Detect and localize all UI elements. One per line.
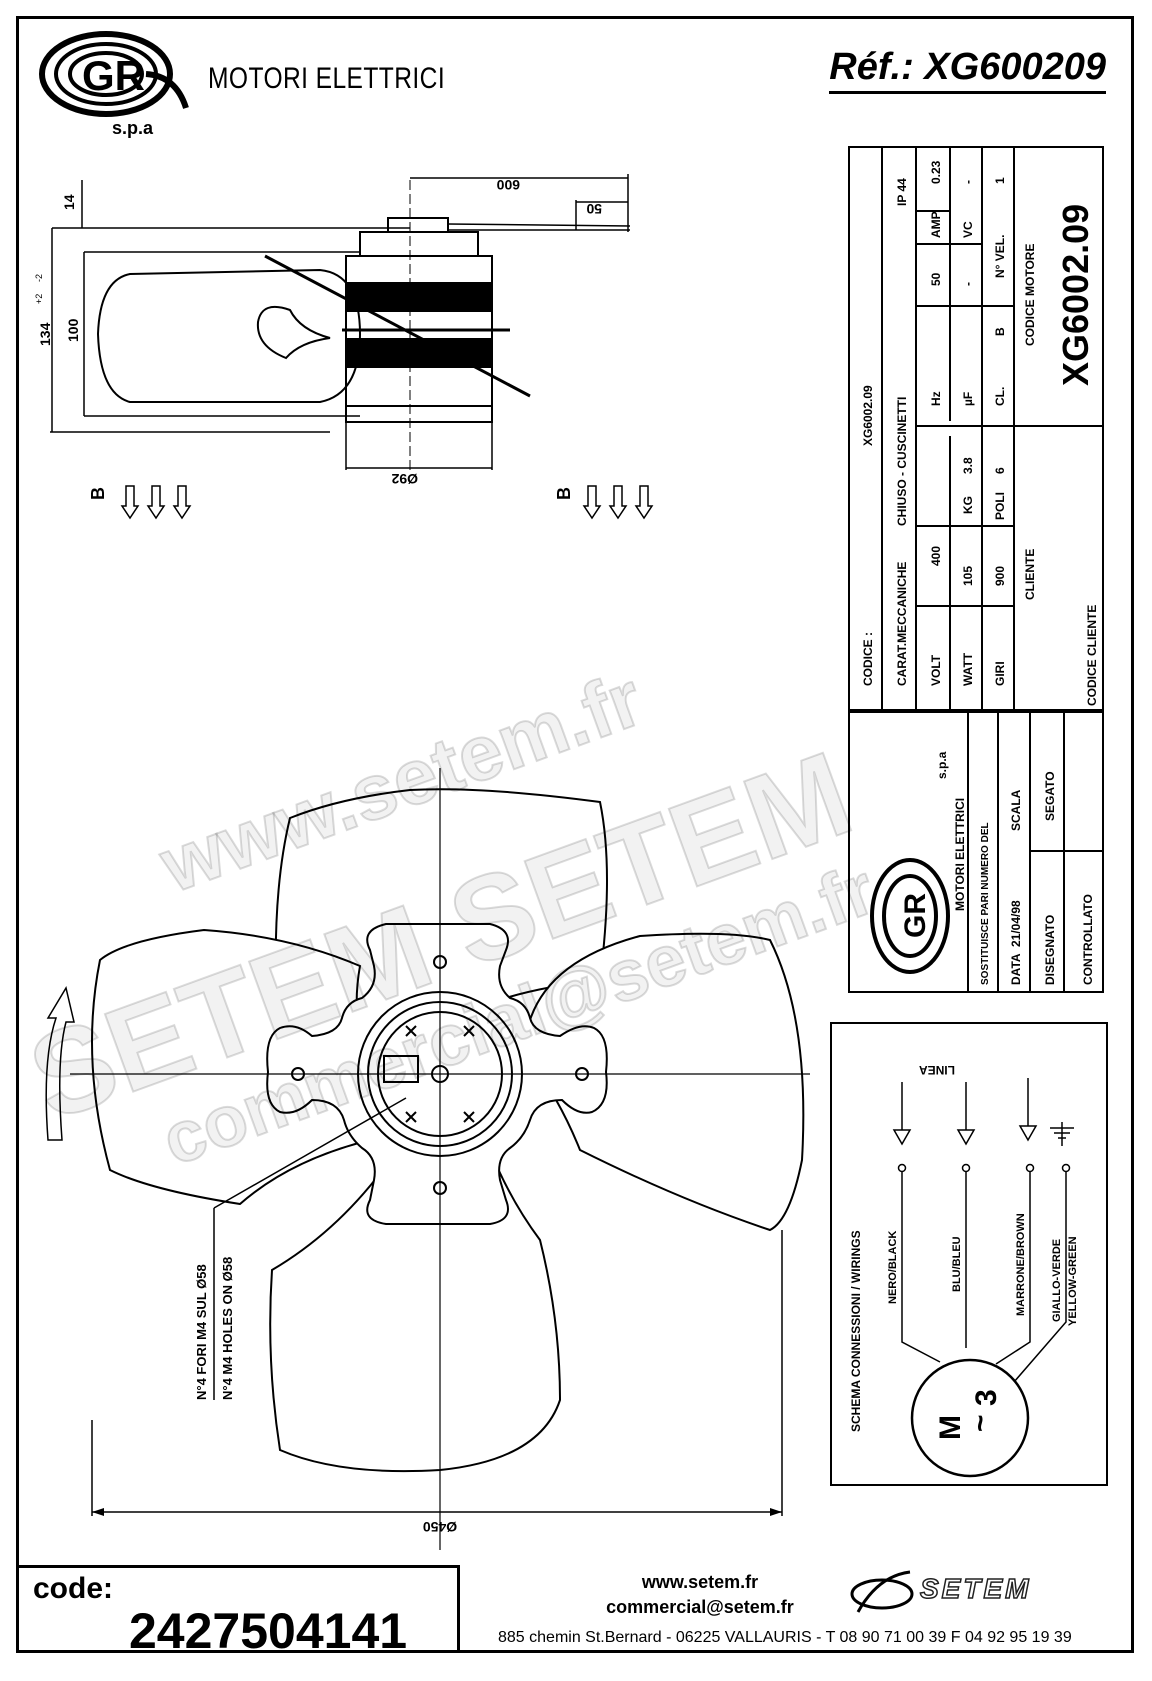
view-b-arrows-left — [120, 485, 192, 520]
spec-ip: IP 44 — [895, 178, 909, 206]
view-b-arrows-right — [582, 485, 654, 520]
title-block-scala: SCALA — [1009, 789, 1023, 831]
spec-volt-value: 400 — [929, 546, 943, 566]
dim-134: 134 — [37, 322, 53, 346]
fan-blade-left — [91, 928, 371, 1206]
view-b-label-left: B — [88, 487, 108, 500]
title-block-spa: s.p.a — [935, 751, 949, 779]
title-block-segato: SEGATO — [1043, 771, 1057, 821]
svg-text:GR: GR — [899, 893, 932, 938]
motor-m: M — [934, 1415, 967, 1440]
spec-poli-value: 6 — [993, 467, 1007, 474]
spec-kg-value: 3.8 — [961, 457, 975, 474]
wire-label-blue: BLU/BLEU — [951, 1236, 963, 1292]
spec-codice-cliente-label: CODICE CLIENTE — [1085, 605, 1099, 706]
spec-codice-value: XG6002.09 — [861, 385, 875, 446]
fan-blade-right — [529, 932, 805, 1232]
spec-carat-label: CARAT.MECCANICHE — [895, 562, 909, 686]
dim-100: 100 — [65, 318, 81, 342]
spec-giri-value: 900 — [993, 566, 1007, 586]
fan-front-view: N°4 FORI M4 SUL Ø58 N°4 M4 HOLES ON Ø58 … — [45, 768, 810, 1550]
spec-vc-value: - — [961, 180, 975, 184]
code-box: code: 2427504141 — [16, 1565, 460, 1659]
footer-contact: www.setem.fr commercial@setem.fr — [500, 1570, 900, 1620]
title-block-disegnato: DISEGNATO — [1043, 915, 1057, 985]
title-block-motori: MOTORI ELETTRICI — [953, 798, 967, 911]
spec-nvel-value: 1 — [993, 177, 1007, 184]
svg-text:GR: GR — [82, 52, 145, 99]
spec-codice-motore-label: CODICE MOTORE — [1023, 244, 1037, 346]
dim-450: Ø450 — [423, 1519, 457, 1535]
spec-hz-label: Hz — [929, 391, 943, 406]
spec-vc-label: VC — [961, 221, 975, 238]
spec-codice-label: CODICE : — [861, 632, 875, 686]
brand-name: MOTORI ELETTRICI — [208, 62, 446, 95]
dim-600: 600 — [496, 177, 520, 193]
wire-label-brown: MARRONE/BROWN — [1015, 1213, 1027, 1316]
dim-14: 14 — [61, 194, 77, 210]
wire-label-yg-2: YELLOW-GREEN — [1067, 1236, 1079, 1326]
holes-note-it: N°4 FORI M4 SUL Ø58 — [194, 1264, 209, 1400]
spec-amp-label: AMP. — [929, 210, 943, 238]
spec-volt-label: VOLT — [929, 654, 943, 686]
title-block: GR s.p.a MOTORI ELETTRICI SOSTITUISCE PA… — [848, 711, 1104, 993]
spec-nvel-label: N° VEL. — [993, 235, 1007, 278]
code-label: code: — [33, 1572, 114, 1605]
motor-tilde: ~ — [964, 1414, 997, 1432]
title-block-data-label: DATA — [1009, 953, 1023, 985]
drawing-frame — [16, 16, 1134, 1653]
spec-cl-label: CL. — [993, 387, 1007, 406]
view-b-label-right: B — [554, 487, 574, 500]
footer-web-link[interactable]: www.setem.fr — [641, 1572, 759, 1592]
footer-email-link[interactable]: commercial@setem.fr — [606, 1597, 794, 1617]
fan-blade-bottom — [269, 1148, 562, 1473]
hub-bolts — [405, 1025, 475, 1123]
spec-giri-label: GIRI — [993, 661, 1007, 686]
dim-134-tol-minus: -2 — [34, 274, 44, 282]
spec-poli-label: POLI — [993, 492, 1007, 520]
dim-92: Ø92 — [391, 471, 418, 487]
code-value: 2427504141 — [129, 1603, 408, 1659]
reference-number: Réf.: XG600209 — [829, 46, 1106, 94]
spec-watt-value: 105 — [961, 566, 975, 586]
spec-codice-motore-value: XG6002.09 — [1055, 204, 1096, 386]
spec-hz-value: 50 — [929, 272, 943, 286]
spec-watt-label: WATT — [961, 652, 975, 686]
spec-uf-label: µF — [961, 392, 975, 406]
spec-uf-value: - — [961, 282, 975, 286]
motor-symbol: M ~ 3 — [934, 1389, 1003, 1440]
brand-suffix: s.p.a — [112, 118, 154, 138]
spec-cl-value: B — [993, 327, 1007, 336]
rotation-arrow-icon — [45, 986, 75, 1141]
wire-label-yg-1: GIALLO-VERDE — [1051, 1239, 1063, 1322]
title-block-controllato: CONTROLLATO — [1081, 894, 1095, 985]
spec-kg-label: KG — [961, 496, 975, 514]
holes-note-en: N°4 M4 HOLES ON Ø58 — [220, 1257, 235, 1400]
dim-134-tol-plus: +2 — [34, 294, 44, 304]
gr-logo-icon: GR — [39, 31, 189, 117]
title-block-sostituisce: SOSTITUISCE PARI NUMERO DEL — [980, 822, 991, 985]
wiring-linea: LINEA — [919, 1063, 955, 1077]
spec-carat-value: CHIUSO - CUSCINETTI — [895, 397, 909, 526]
footer-address: 885 chemin St.Bernard - 06225 VALLAURIS … — [498, 1629, 1072, 1646]
motor-3: 3 — [970, 1389, 1003, 1406]
setem-swoosh-icon — [850, 1570, 914, 1613]
dim-50: 50 — [586, 201, 602, 217]
spec-table: CODICE : XG6002.09 CARAT.MECCANICHE CHIU… — [848, 146, 1104, 711]
spec-amp-value: 0.23 — [929, 160, 943, 184]
wiring-title: SCHEMA CONNESSIONI / WIRINGS — [849, 1230, 863, 1432]
setem-logo-text: SETEM — [919, 1572, 1032, 1605]
side-view-drawing: 14 134 +2 -2 100 600 50 Ø92 B B — [34, 174, 654, 520]
spec-cliente-label: CLIENTE — [1023, 549, 1037, 600]
wiring-diagram: SCHEMA CONNESSIONI / WIRINGS LINEA NERO/… — [830, 1022, 1108, 1486]
wire-label-black: NERO/BLACK — [887, 1231, 899, 1304]
title-block-data-value: 21/04/98 — [1009, 900, 1023, 947]
title-block-gr-logo-icon: GR — [870, 858, 950, 974]
